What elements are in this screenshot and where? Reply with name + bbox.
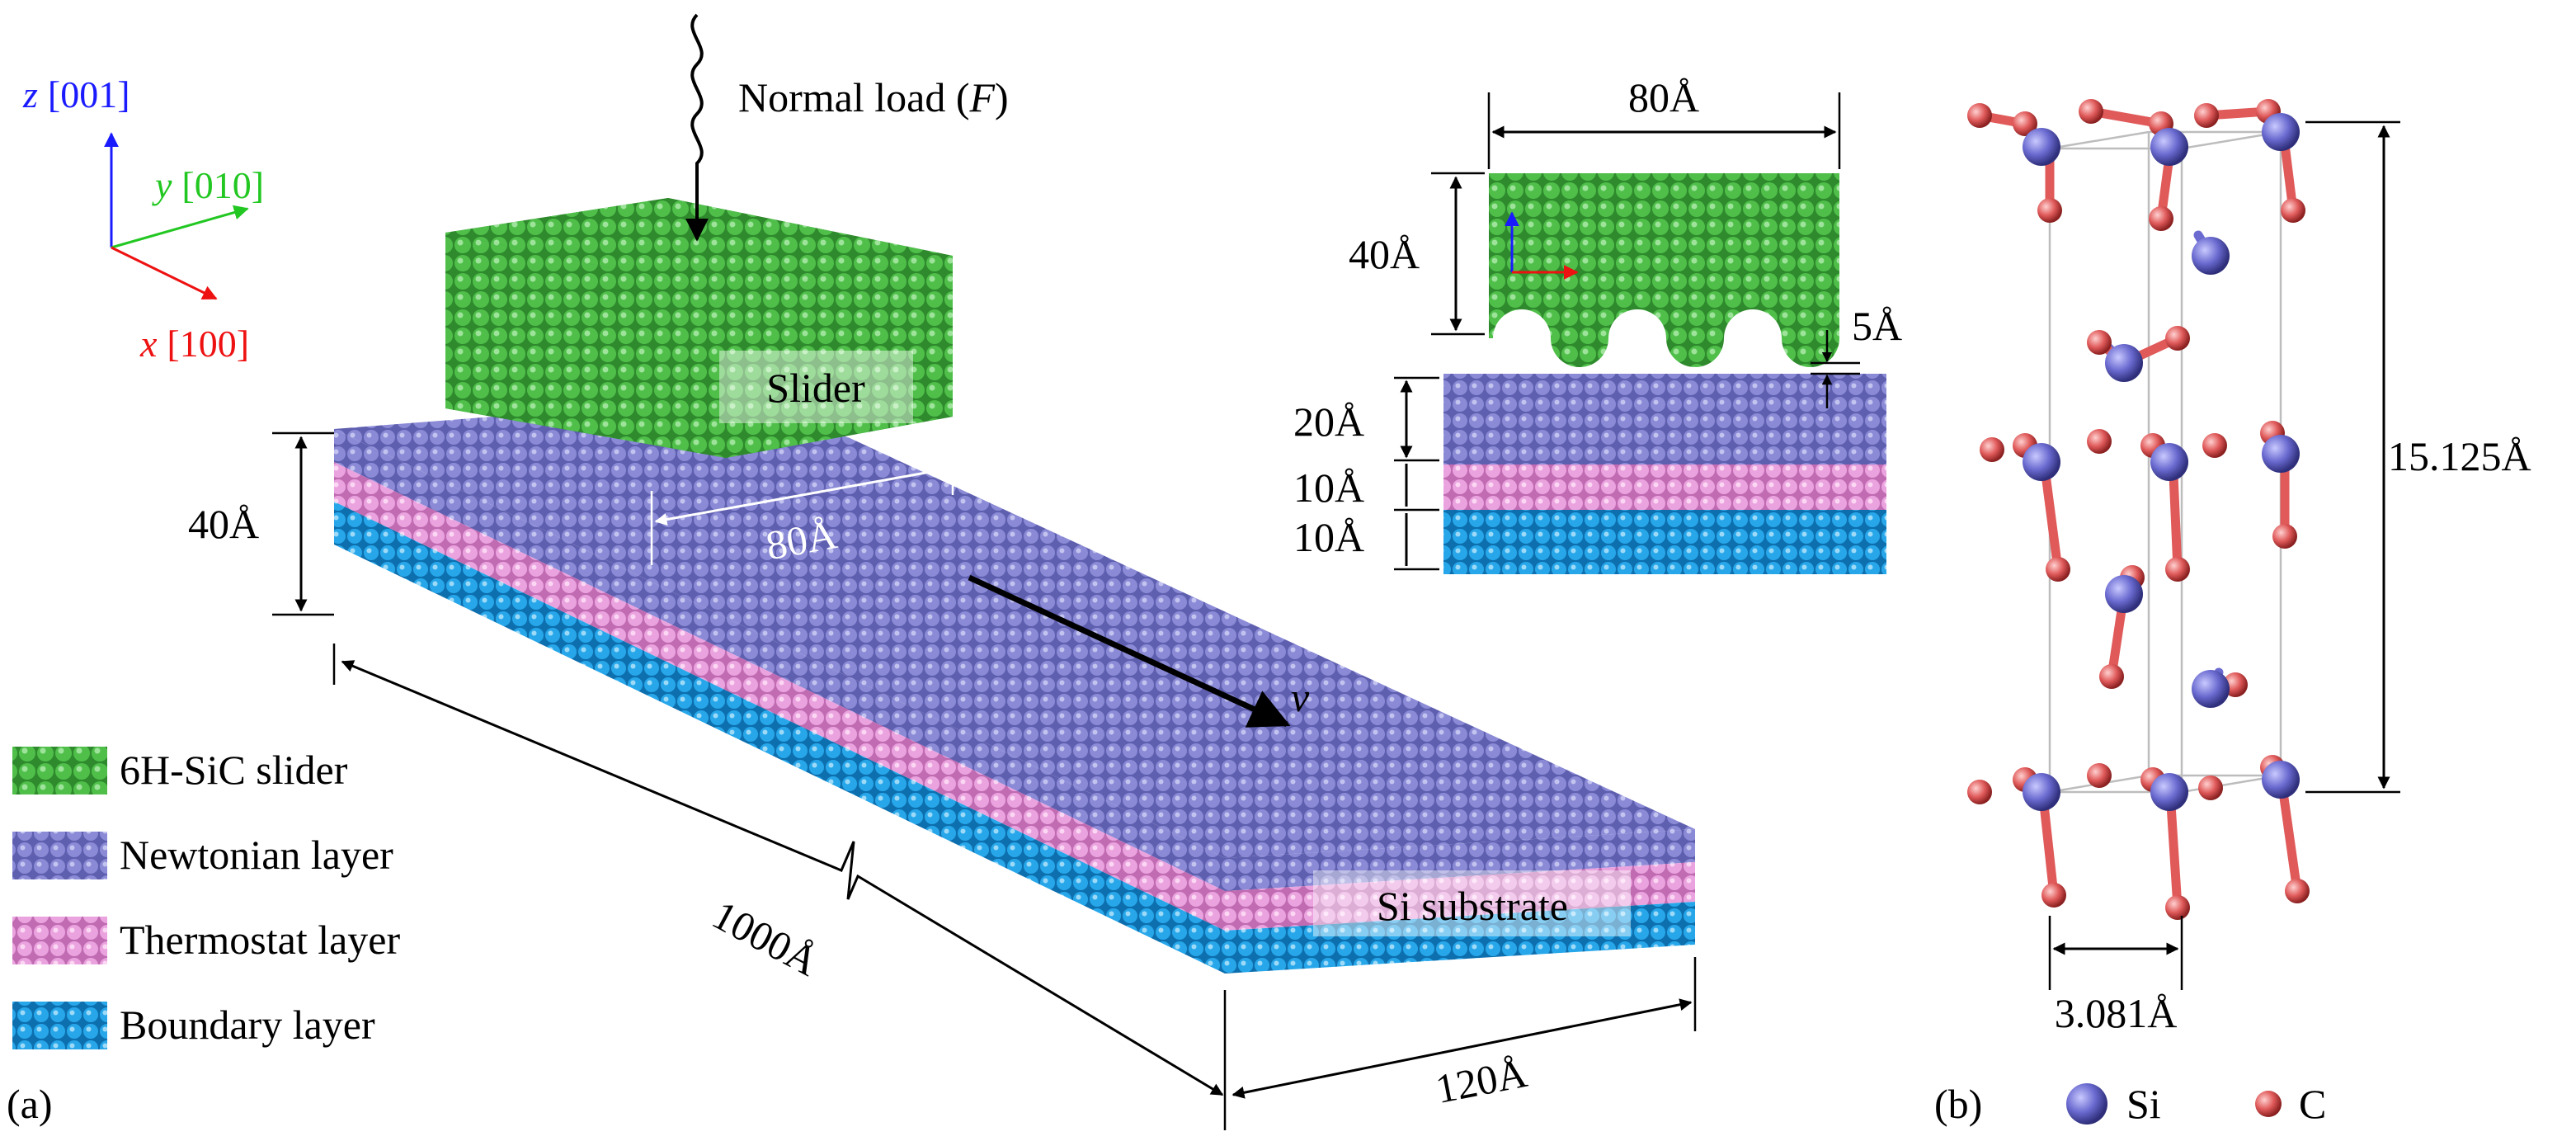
- substrate-newtonian-end: [1225, 829, 1695, 891]
- cross-gap-label: 5Å: [1852, 303, 1902, 349]
- legend-si-label: Si: [2126, 1081, 2161, 1127]
- legend-label-newtonian: Newtonian layer: [120, 832, 393, 878]
- legend-swatch-thermostat: [12, 917, 107, 964]
- cross-slider-height-label: 40Å: [1349, 231, 1420, 277]
- velocity: v: [968, 574, 1310, 728]
- x-axis-arrow: [111, 246, 218, 300]
- cross-newtonian-layer: [1443, 374, 1886, 464]
- substrate-depth-dimension: 120Å: [1231, 957, 1697, 1112]
- substrate-label-box: [1313, 870, 1631, 936]
- unit-cell-height-label: 15.125Å: [2388, 433, 2531, 479]
- cross-thermostat-layer: [1443, 464, 1886, 510]
- axis-triad: z[001] y[010] x[100]: [22, 73, 264, 365]
- substrate-boundary-end: [1225, 902, 1695, 974]
- panel-a-label: (a): [7, 1081, 53, 1127]
- normal-load-arrow: [685, 13, 709, 242]
- slider-width-dimension: 80Å: [650, 429, 954, 568]
- y-axis-arrow: [111, 205, 249, 249]
- legend-label-thermostat: Thermostat layer: [120, 917, 400, 963]
- cross-slider: [1489, 173, 1839, 367]
- legend-si-atom: [2066, 1083, 2107, 1124]
- unit-cell-panel: 15.125Å 3.081Å (b) Si C: [1934, 99, 2531, 1127]
- substrate-height-dimension: 40Å: [188, 431, 334, 616]
- legend-swatch-newtonian: [12, 832, 107, 879]
- cross-slider-width-label: 80Å: [1628, 74, 1699, 120]
- legend-c-atom: [2255, 1091, 2282, 1117]
- panel-b-label: (b): [1934, 1081, 1982, 1127]
- carbon-atoms: [1967, 99, 2310, 920]
- y-axis-label: y[010]: [152, 164, 264, 206]
- normal-load-label: Normal load (F): [738, 74, 1009, 120]
- normal-load: Normal load (F): [685, 13, 1009, 242]
- cross-boundary-thickness-label: 10Å: [1293, 514, 1364, 560]
- z-axis-label: z[001]: [22, 73, 130, 116]
- substrate-thermostat-end: [1225, 862, 1695, 931]
- unit-cell-width-label: 3.081Å: [2055, 990, 2178, 1036]
- x-axis-label: x[100]: [139, 323, 249, 365]
- velocity-arrow: [968, 574, 1291, 728]
- slider-label-box: [719, 351, 913, 423]
- slider-top-face: [445, 198, 953, 293]
- cross-section-inset: 80Å 40Å 5Å 20Å 10Å 10Å: [1293, 74, 1902, 574]
- cross-thermostat-thickness-label: 10Å: [1293, 464, 1364, 511]
- substrate-length-label: 1000Å: [705, 891, 826, 984]
- layer-legend: 6H-SiC slider Newtonian layer Thermostat…: [12, 747, 400, 1049]
- cross-newtonian-thickness-label: 20Å: [1293, 398, 1364, 445]
- slider-label: Slider: [766, 365, 865, 411]
- cross-boundary-layer: [1443, 510, 1886, 574]
- legend-swatch-boundary: [12, 1002, 107, 1049]
- slider-right-face: [726, 256, 953, 458]
- legend-c-label: C: [2299, 1081, 2326, 1127]
- slider-left-face: [445, 233, 726, 458]
- legend-label-boundary: Boundary layer: [120, 1002, 375, 1048]
- legend-swatch-slider: [12, 747, 107, 794]
- velocity-label: v: [1291, 674, 1310, 720]
- substrate-label: Si substrate: [1377, 883, 1568, 929]
- silicon-atoms: [2023, 113, 2300, 811]
- legend-label-slider: 6H-SiC slider: [120, 747, 348, 793]
- substrate-depth-label: 120Å: [1432, 1049, 1531, 1112]
- slider-block: Slider: [445, 198, 953, 458]
- substrate-height-label: 40Å: [188, 501, 259, 547]
